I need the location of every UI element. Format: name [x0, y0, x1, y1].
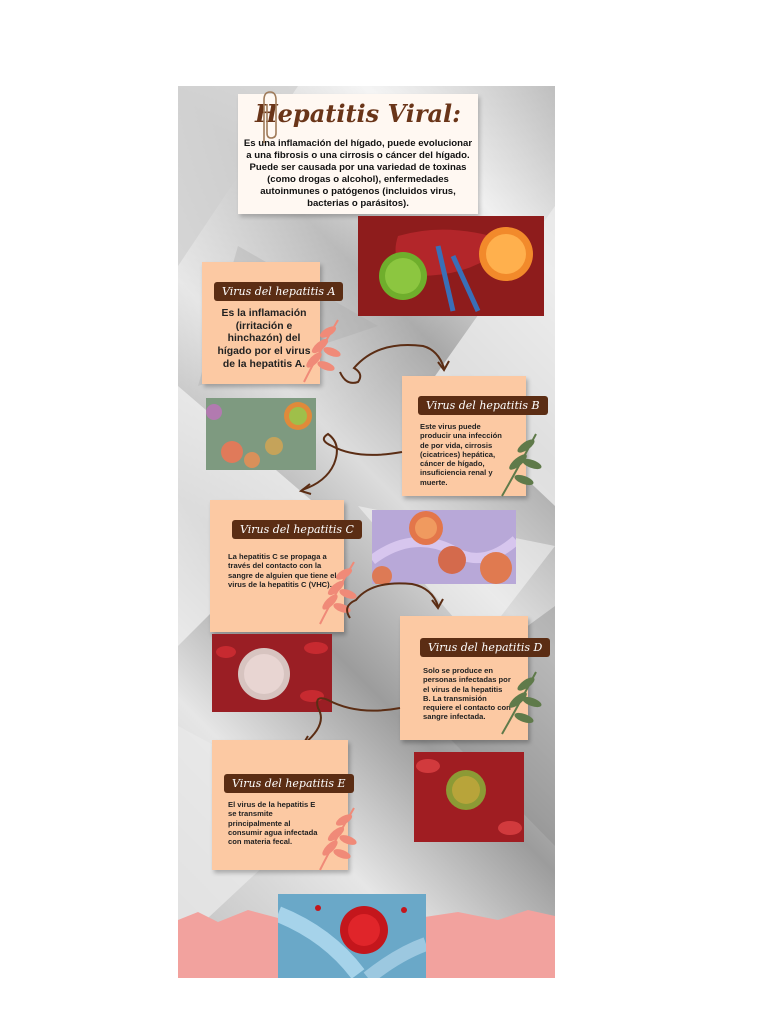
section-label-c: Virus del hepatitis C — [232, 520, 362, 539]
virus-image-a — [206, 398, 316, 470]
leaf-pink-icon — [303, 319, 341, 383]
liver-virus-image — [358, 216, 544, 316]
virus-image-bottom — [278, 894, 426, 978]
section-label-b: Virus del hepatitis B — [418, 396, 548, 415]
infographic-poster: Hepatitis Viral: Es una inflamación del … — [178, 86, 555, 978]
leaf-green-icon — [501, 433, 542, 497]
section-text-b: Este virus puede producir una infección … — [420, 422, 502, 487]
arrow-c-to-d — [346, 582, 444, 619]
section-text-e: El virus de la hepatitis E se transmite … — [228, 800, 318, 846]
section-text-c: La hepatitis C se propaga a través del c… — [228, 552, 337, 589]
section-text-a: Es la inflamación (irritación e hinchazó… — [217, 308, 311, 370]
page-title: Hepatitis Viral: — [254, 99, 462, 128]
virus-image-e — [414, 752, 524, 842]
section-card-d — [400, 616, 528, 740]
paperclip-icon — [263, 91, 277, 143]
virus-image-d — [212, 634, 332, 712]
section-label-e: Virus del hepatitis E — [224, 774, 354, 793]
leaf-pink-icon — [319, 807, 357, 871]
liver-virus-illustration — [358, 216, 544, 316]
section-label-d: Virus del hepatitis D — [420, 638, 551, 657]
title-card: Hepatitis Viral: Es una inflamación del … — [238, 94, 478, 214]
virus-image-c — [372, 510, 516, 584]
arrow-b-to-c — [298, 432, 403, 495]
arrow-a-to-b — [339, 344, 450, 384]
section-text-d: Solo se produce en personas infectadas p… — [423, 666, 511, 722]
section-label-a: Virus del hepatitis A — [214, 282, 344, 301]
leaf-green-icon — [501, 671, 542, 735]
intro-text: Es una inflamación del hígado, puede evo… — [243, 138, 473, 209]
